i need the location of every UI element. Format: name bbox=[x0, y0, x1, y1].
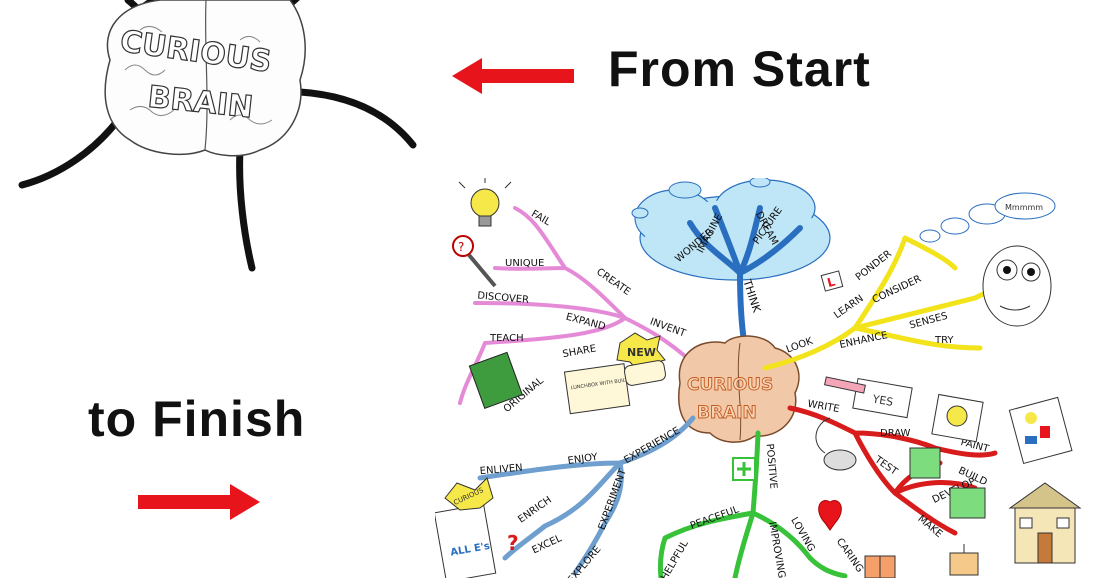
start-brain-sketch: CURIOUS BRAIN bbox=[18, 0, 417, 272]
map-teach: TEACH bbox=[489, 333, 524, 344]
map-explore: EXPLORE bbox=[566, 544, 604, 578]
map-enliven: ENLIVEN bbox=[479, 463, 523, 478]
book-of-es-icon: CURIOUS ALL E's ? bbox=[435, 477, 519, 578]
caption-to-finish: to Finish bbox=[88, 391, 306, 447]
map-experience: EXPERIENCE bbox=[622, 425, 682, 466]
svg-text:?: ? bbox=[507, 531, 519, 555]
yes-note-text: YES bbox=[871, 392, 895, 409]
map-fail: FAIL bbox=[529, 209, 552, 229]
map-positive: POSITIVE bbox=[764, 443, 779, 489]
map-experiment: EXPERIMENT bbox=[597, 467, 630, 532]
new-tag-text: NEW bbox=[627, 346, 656, 359]
map-try: TRY bbox=[934, 335, 954, 346]
map-enjoy: ENJOY bbox=[567, 452, 599, 467]
l-plate-icon: L bbox=[820, 270, 844, 292]
center-brain-line2: BRAIN bbox=[697, 403, 757, 423]
map-invent: INVENT bbox=[648, 316, 688, 339]
map-discover: DISCOVER bbox=[477, 290, 530, 305]
heart-icon bbox=[818, 500, 842, 531]
caption-from-start: From Start bbox=[608, 41, 871, 97]
map-unique: UNIQUE bbox=[505, 258, 544, 269]
map-enrich: ENRICH bbox=[516, 495, 554, 526]
map-caring: CARING bbox=[834, 536, 865, 574]
center-brain-line1: CURIOUS bbox=[687, 375, 773, 395]
plus-icon bbox=[732, 457, 756, 481]
speech-bubble-text: Mmmmm bbox=[1005, 203, 1043, 212]
map-share: SHARE bbox=[562, 343, 597, 360]
book-icon bbox=[468, 351, 523, 409]
thinking-face-icon bbox=[982, 245, 1052, 327]
svg-text:L: L bbox=[826, 274, 837, 290]
finished-mind-map: THINK WONDER IMAGINE DREAM PICTURE FAIL … bbox=[435, 178, 1082, 578]
lunchbox-note: LUNCHBOX WITH BUILT IN FLASK bbox=[563, 360, 666, 415]
center-brain: CURIOUS BRAIN bbox=[678, 335, 800, 443]
cake-icon bbox=[949, 544, 979, 576]
right-arrow-icon bbox=[138, 484, 260, 520]
magnifier-icon: ? bbox=[452, 235, 497, 288]
left-arrow-icon bbox=[452, 58, 574, 94]
grid-icon bbox=[909, 447, 986, 519]
svg-text:?: ? bbox=[458, 240, 464, 254]
smiley-canvas-icon bbox=[931, 393, 1073, 465]
yes-note: YES bbox=[824, 376, 913, 419]
map-draw: DRAW bbox=[880, 428, 911, 439]
map-expand: EXPAND bbox=[565, 312, 607, 333]
mouse-icon bbox=[815, 417, 857, 471]
thought-bubbles: Mmmmm bbox=[919, 192, 1056, 243]
house-icon bbox=[1008, 482, 1082, 564]
lightbulb-icon bbox=[458, 178, 512, 227]
gift-icon bbox=[864, 555, 896, 578]
